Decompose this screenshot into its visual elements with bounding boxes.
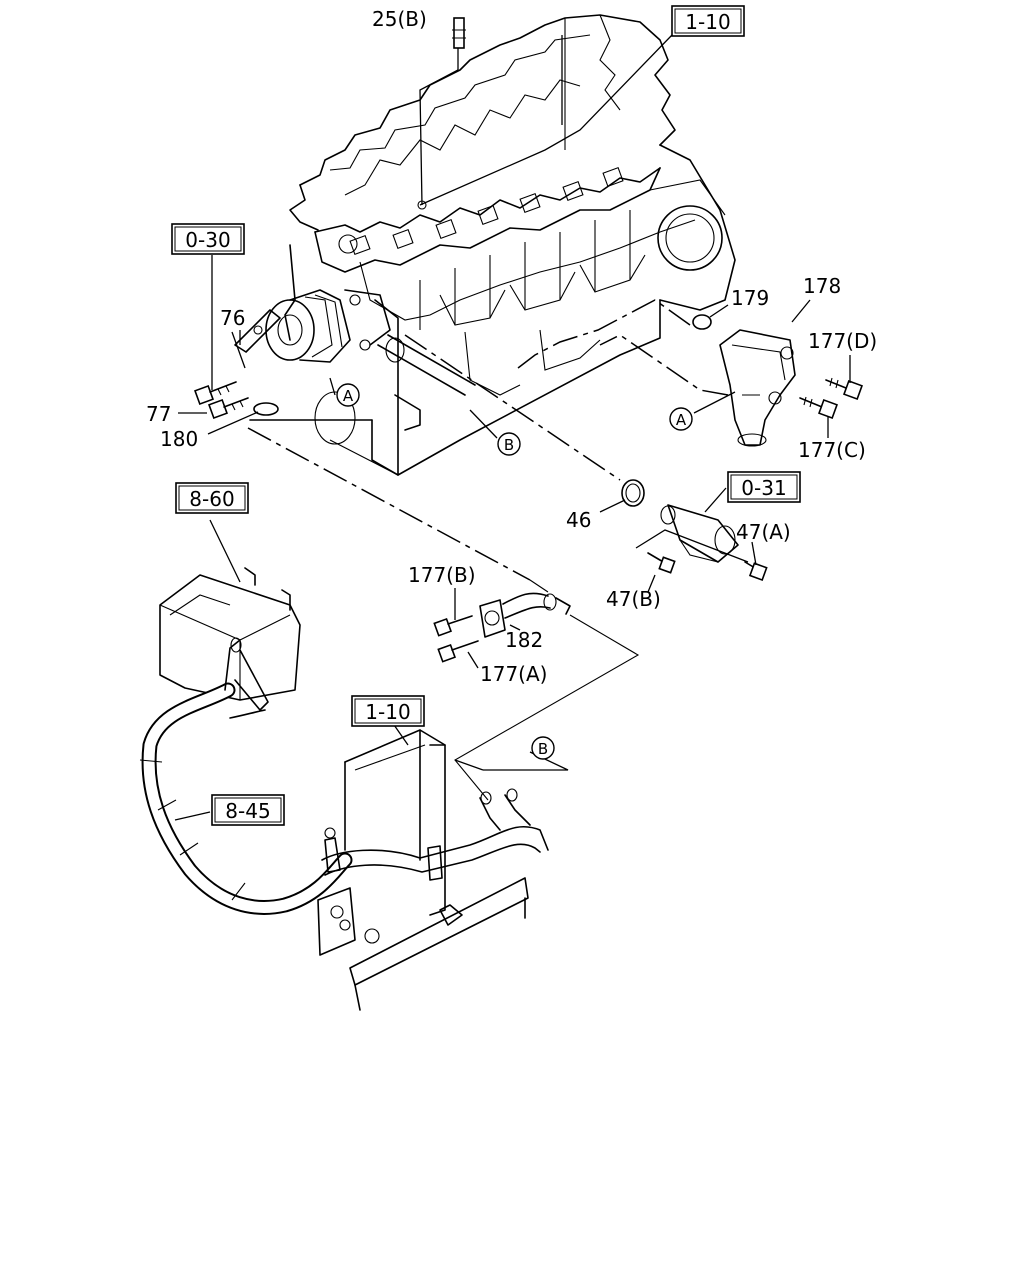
ref-0-30-label: 0-30 [185, 228, 230, 252]
ref-box-8-45[interactable]: 8-45 [211, 794, 285, 826]
ref-1-10-bottom-label: 1-10 [365, 700, 410, 724]
ref-box-1-10-bottom[interactable]: 1-10 [351, 695, 425, 727]
leader-76 [231, 331, 246, 369]
part-label-178: 178 [803, 274, 841, 298]
ref-box-8-60[interactable]: 8-60 [175, 482, 249, 514]
leader-47a [751, 541, 757, 566]
engine-block [249, 14, 736, 476]
leader-182 [509, 624, 521, 631]
leader-b-block [469, 409, 498, 439]
part-label-177c: 177(C) [798, 438, 866, 462]
part-label-47b: 47(B) [606, 587, 661, 611]
bracket-76 [234, 309, 281, 353]
leader-177a [467, 651, 479, 669]
part-label-77: 77 [146, 402, 171, 426]
ref-8-45-label: 8-45 [225, 799, 270, 823]
bolt-177c [799, 396, 838, 419]
leader-25b [419, 69, 459, 206]
leader-46 [599, 499, 626, 513]
guide-line-main [247, 427, 531, 581]
ref-1-10-top-label: 1-10 [685, 10, 730, 34]
part-label-177a: 177(A) [480, 662, 547, 686]
part-label-180: 180 [160, 427, 198, 451]
marker-b-bottom: B [531, 736, 555, 760]
ref-0-31-label: 0-31 [741, 476, 786, 500]
gasket-hole [417, 200, 427, 210]
leader-0-31 [704, 487, 727, 513]
marker-a-housing: A [669, 407, 693, 431]
svg-text:A: A [676, 411, 687, 429]
bolt-177d [825, 377, 863, 400]
crank-pulley [265, 289, 391, 445]
leader-179 [709, 304, 729, 318]
oring-46 [621, 479, 645, 507]
leader-1-10-top [419, 34, 673, 206]
part-label-47a: 47(A) [736, 520, 791, 544]
ref-box-0-31[interactable]: 0-31 [727, 471, 801, 503]
leader-178 [791, 299, 811, 323]
leader-b-bottom-2 [454, 759, 484, 771]
leader-47b [647, 574, 656, 593]
svg-text:A: A [343, 387, 354, 405]
valve-182 [479, 592, 571, 638]
bolt-47b [647, 552, 676, 574]
thermostat-housing-178 [719, 329, 796, 447]
part-label-25b: 25(B) [372, 7, 427, 31]
leader-b-bottom [483, 751, 569, 771]
hose-route-line [454, 579, 640, 801]
lower-water-pipe [321, 788, 549, 881]
ref-box-1-10-top[interactable]: 1-10 [671, 5, 745, 37]
part-label-46: 46 [566, 508, 591, 532]
guide-line-1 [517, 299, 691, 369]
bolt-47a [744, 561, 768, 581]
bolt-0-30 [194, 381, 237, 405]
guide-line-46 [404, 334, 621, 481]
ref-box-0-30[interactable]: 0-30 [171, 223, 245, 255]
part-label-76: 76 [220, 306, 245, 330]
water-pipe-0-31 [660, 504, 739, 563]
part-label-182: 182 [505, 628, 543, 652]
radiator-frame [317, 729, 529, 1011]
guide-line-2 [599, 334, 729, 396]
bracket-line-47 [635, 529, 749, 563]
gasket-180 [253, 402, 279, 416]
ref-8-60-label: 8-60 [189, 487, 234, 511]
svg-text:B: B [504, 436, 514, 454]
svg-text:B: B [538, 740, 548, 758]
bolt-77 [208, 397, 249, 419]
bolt-177b [433, 615, 473, 637]
part-label-177d: 177(D) [808, 329, 877, 353]
bolt-177a [437, 640, 479, 663]
marker-b-block: B [497, 432, 521, 456]
leader-8-45 [174, 811, 211, 821]
reserve-tank-8-60 [159, 567, 301, 701]
leader-a-block [329, 377, 336, 396]
leader-180 [207, 411, 259, 435]
block-water-pipe [377, 334, 476, 431]
part-label-177b: 177(B) [408, 563, 476, 587]
stud-25b [452, 17, 466, 70]
leader-a-housing [693, 391, 736, 414]
part-label-179: 179 [731, 286, 769, 310]
marker-a-block: A [336, 383, 360, 407]
hose-8-45 [139, 637, 353, 915]
leader-8-60 [209, 519, 241, 583]
oring-179 [692, 314, 712, 330]
